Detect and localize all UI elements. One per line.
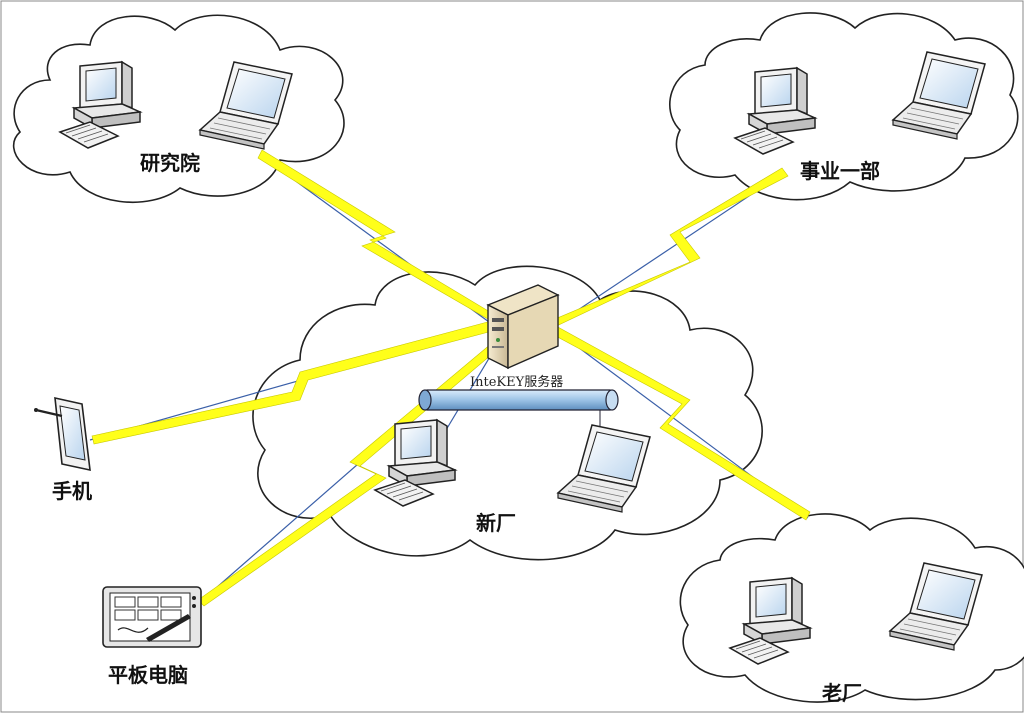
label-oldfactory: 老厂 xyxy=(822,681,862,705)
server-icon xyxy=(486,284,560,370)
link-server-oldfactory xyxy=(551,325,811,521)
label-server: InteKEY服务器 xyxy=(470,374,563,390)
label-phone: 手机 xyxy=(52,479,92,503)
label-research: 研究院 xyxy=(140,151,200,175)
phone-icon xyxy=(34,396,91,472)
link-server-phone xyxy=(89,319,497,445)
clouds xyxy=(13,12,1024,703)
label-newfactory: 新厂 xyxy=(476,511,516,535)
lan-pipe xyxy=(418,389,619,428)
label-division1: 事业一部 xyxy=(800,159,880,183)
label-tablet: 平板电脑 xyxy=(108,663,188,687)
tablet-icon xyxy=(102,586,202,648)
